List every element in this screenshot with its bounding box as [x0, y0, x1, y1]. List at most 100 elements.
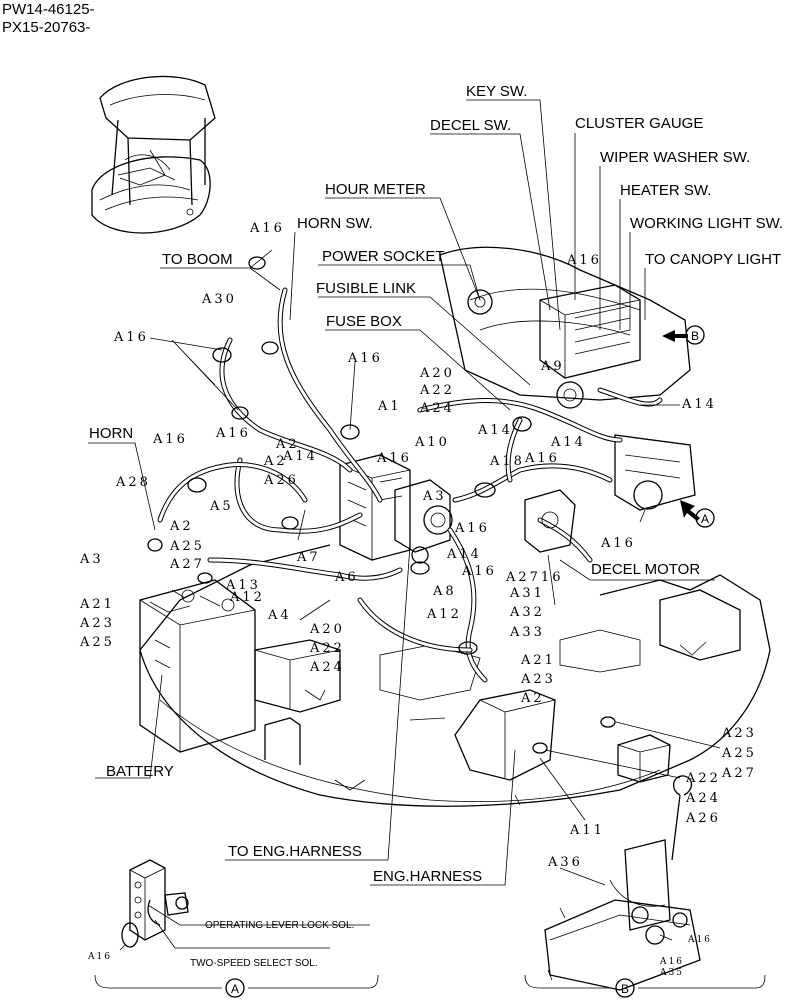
- ref-a32: A32: [509, 605, 545, 620]
- label-hour-meter: HOUR METER: [325, 181, 426, 198]
- label-horn-sw: HORN SW.: [297, 215, 373, 232]
- ref-a36: A36: [547, 855, 583, 870]
- ref-a3: A3: [79, 552, 104, 567]
- ref-a14: A14: [681, 397, 717, 412]
- ref-a22: A22: [419, 383, 455, 398]
- ref-a16: A16: [249, 221, 285, 236]
- ref-a16: A16: [659, 957, 684, 967]
- svg-text:B: B: [691, 329, 699, 343]
- ref-a24: A24: [309, 660, 345, 675]
- ref-a16: A16: [454, 521, 490, 536]
- ref-a28: A28: [115, 475, 151, 490]
- ref-a24: A24: [419, 401, 455, 416]
- leader-lines: [88, 99, 721, 886]
- ref-a16: A16: [113, 330, 149, 345]
- view-marker-a: A: [695, 508, 715, 528]
- label-cluster-gauge: CLUSTER GAUGE: [575, 115, 703, 132]
- ref-a9: A9: [540, 359, 565, 374]
- upper-frame-outline: [139, 544, 771, 807]
- ref-a16: A16: [566, 253, 602, 268]
- ref-a18: A18: [489, 454, 525, 469]
- harness-clamps: [147, 256, 616, 754]
- ref-a8: A8: [432, 584, 457, 599]
- ref-a13: A13: [225, 578, 261, 593]
- label-to-eng-harness: TO ENG.HARNESS: [228, 843, 362, 860]
- ref-a7: A7: [296, 550, 321, 565]
- ref-a2: A2: [275, 437, 300, 452]
- view-b-label: B: [621, 982, 629, 996]
- ref-a16: A16: [687, 935, 712, 945]
- ref-a2-lower: A2: [520, 691, 545, 706]
- label-heater-sw: HEATER SW.: [620, 182, 711, 199]
- control-console: [439, 246, 696, 511]
- ref-a16: A16: [87, 952, 112, 962]
- fuse-box-assembly: [339, 454, 453, 564]
- ref-a26: A26: [685, 811, 721, 826]
- ref-a23: A23: [721, 726, 757, 741]
- ref-a31: A31: [509, 586, 545, 601]
- ref-a2: A2: [169, 519, 194, 534]
- ref-a20: A20: [309, 622, 345, 637]
- ref-a16: A16: [376, 451, 412, 466]
- label-two-speed-select-sol: TWO-SPEED SELECT SOL.: [190, 958, 318, 969]
- ref-a1: A1: [377, 399, 402, 414]
- label-working-light-sw: WORKING LIGHT SW.: [630, 215, 783, 232]
- view-a-label: A: [231, 982, 239, 996]
- ref-a10: A10: [414, 435, 450, 450]
- label-horn: HORN: [89, 425, 133, 442]
- label-operating-lever-lock-sol: OPERATING LEVER LOCK SOL.: [205, 920, 354, 931]
- svg-text:A: A: [701, 512, 709, 526]
- ref-a11: A11: [569, 823, 605, 838]
- label-battery: BATTERY: [106, 763, 174, 780]
- label-eng-harness: ENG.HARNESS: [373, 868, 482, 885]
- main-harness: [157, 287, 663, 683]
- ref-a14: A14: [477, 423, 513, 438]
- drawing-number-1: PW14-46125-: [2, 1, 95, 18]
- ref-a26: A26: [263, 473, 299, 488]
- ref-a25: A25: [79, 635, 115, 650]
- ref-a33: A33: [509, 625, 545, 640]
- ref-a12: A12: [426, 607, 462, 622]
- ref-a6: A6: [334, 570, 359, 585]
- ref-a12: A12: [229, 590, 265, 605]
- label-fusible-link: FUSIBLE LINK: [316, 280, 416, 297]
- ref-a14: A14: [550, 435, 586, 450]
- ref-a27: A27: [169, 557, 205, 572]
- ref-a23: A23: [520, 672, 556, 687]
- detail-view-b: A36 A16 A16 A35 B: [524, 775, 766, 998]
- label-power-socket: POWER SOCKET: [322, 248, 445, 265]
- view-marker-b: B: [685, 325, 705, 345]
- ref-a16: A16: [461, 564, 497, 579]
- ref-a5: A5: [209, 499, 234, 514]
- detail-view-a: OPERATING LEVER LOCK SOL. TWO-SPEED SELE…: [87, 859, 379, 998]
- label-fuse-box: FUSE BOX: [326, 313, 402, 330]
- ref-a16: A16: [600, 536, 636, 551]
- ref-a22: A22: [685, 771, 721, 786]
- ref-a14: A14: [446, 547, 482, 562]
- ref-a25: A25: [169, 539, 205, 554]
- ref-a21: A21: [520, 653, 556, 668]
- decel-motor: [524, 489, 576, 553]
- ref-a24: A24: [685, 791, 721, 806]
- label-decel-motor: DECEL MOTOR: [591, 561, 700, 578]
- ref-a16: A16: [347, 351, 383, 366]
- ref-a16: A16: [524, 451, 560, 466]
- ref-a14: A14: [282, 449, 318, 464]
- ref-a4: A4: [267, 608, 292, 623]
- ref-a3: A3: [422, 489, 447, 504]
- drawing-number-2: PX15-20763-: [2, 19, 91, 36]
- ref-a2716: A2716: [505, 570, 563, 585]
- ref-a22: A22: [309, 641, 345, 656]
- ref-a23: A23: [79, 616, 115, 631]
- ref-a27: A27: [721, 766, 757, 781]
- label-to-canopy-light: TO CANOPY LIGHT: [645, 251, 781, 268]
- label-decel-sw: DECEL SW.: [430, 117, 511, 134]
- label-to-boom: TO BOOM: [162, 251, 233, 268]
- ref-a16: A16: [152, 432, 188, 447]
- ref-a30: A30: [201, 292, 237, 307]
- view-arrows: [662, 330, 700, 521]
- ref-a35: A35: [659, 968, 684, 978]
- ref-a2: A2: [263, 454, 288, 469]
- ref-a21: A21: [79, 597, 115, 612]
